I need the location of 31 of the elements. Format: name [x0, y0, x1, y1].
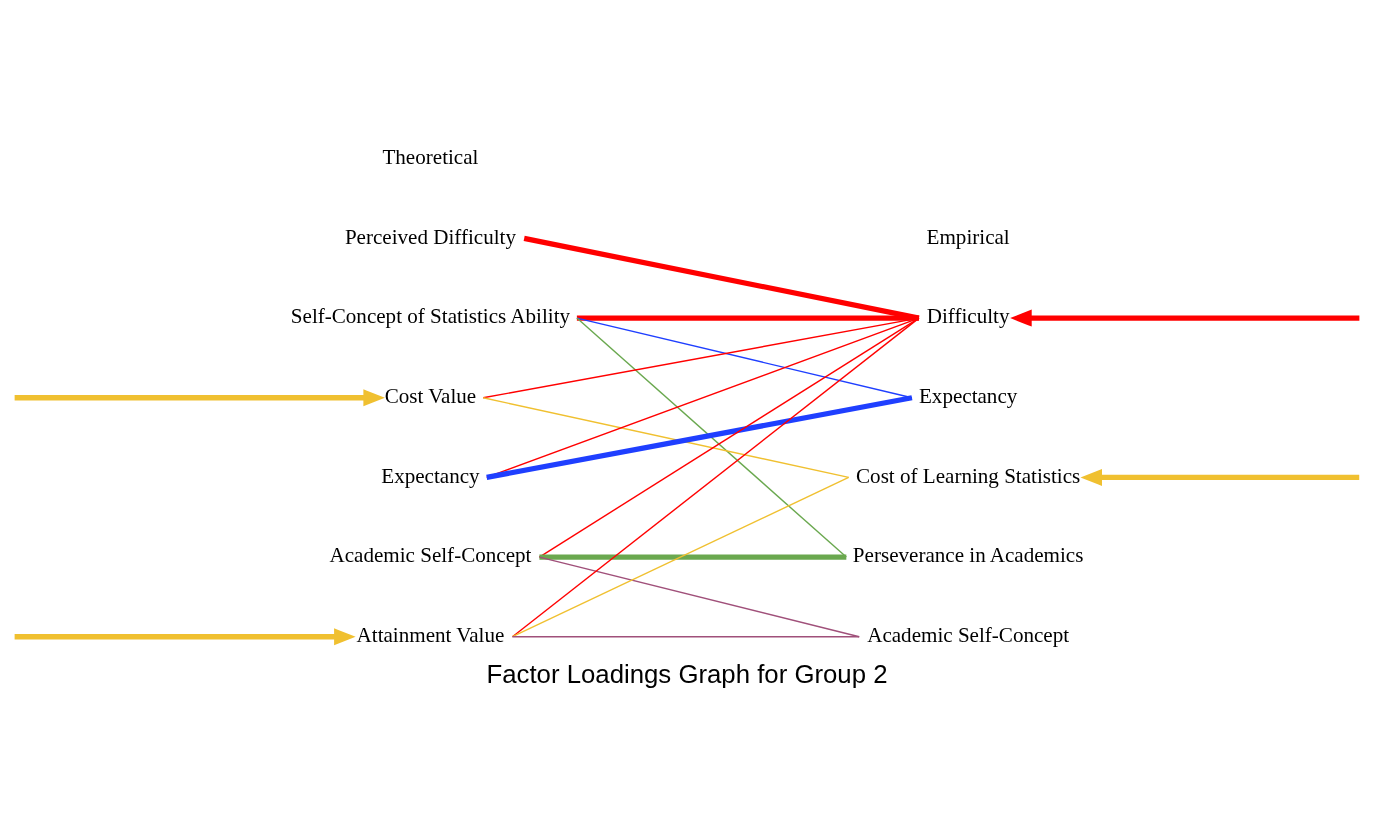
- arrow: [14, 628, 356, 646]
- node-text: Attainment Value: [356, 622, 505, 647]
- connector: [511, 636, 860, 638]
- node-text: Self-Concept of Statistics Ability: [290, 304, 571, 329]
- caption: Factor Loadings Graph for Group 2: [486, 660, 888, 689]
- connector: [576, 317, 848, 558]
- connector: [486, 395, 913, 480]
- connector: [538, 317, 920, 558]
- arrow: [1010, 309, 1360, 327]
- node-text: Academic Self-Concept: [867, 622, 1070, 647]
- node-text: Expectancy: [919, 383, 1018, 408]
- label: Empirical: [926, 224, 1010, 249]
- connector: [523, 235, 920, 321]
- connector: [511, 476, 850, 638]
- node-text: Academic Self-Concept: [329, 543, 532, 568]
- node-text: Cost of Learning Statistics: [856, 463, 1081, 488]
- connector: [538, 556, 860, 638]
- connector: [482, 317, 920, 399]
- connector: [576, 315, 919, 321]
- node-text: Difficulty: [926, 304, 1010, 329]
- connector: [482, 397, 850, 479]
- connector: [485, 317, 920, 479]
- connector: [511, 317, 920, 638]
- node-text: Perseverance in Academics: [852, 543, 1084, 568]
- arrow: [1080, 468, 1360, 486]
- node-text: Perceived Difficulty: [344, 224, 516, 249]
- label: Theoretical: [382, 144, 479, 169]
- node-text: Expectancy: [381, 463, 480, 488]
- node-text: Cost Value: [384, 383, 477, 408]
- arrow: [14, 389, 385, 407]
- connector: [539, 554, 847, 560]
